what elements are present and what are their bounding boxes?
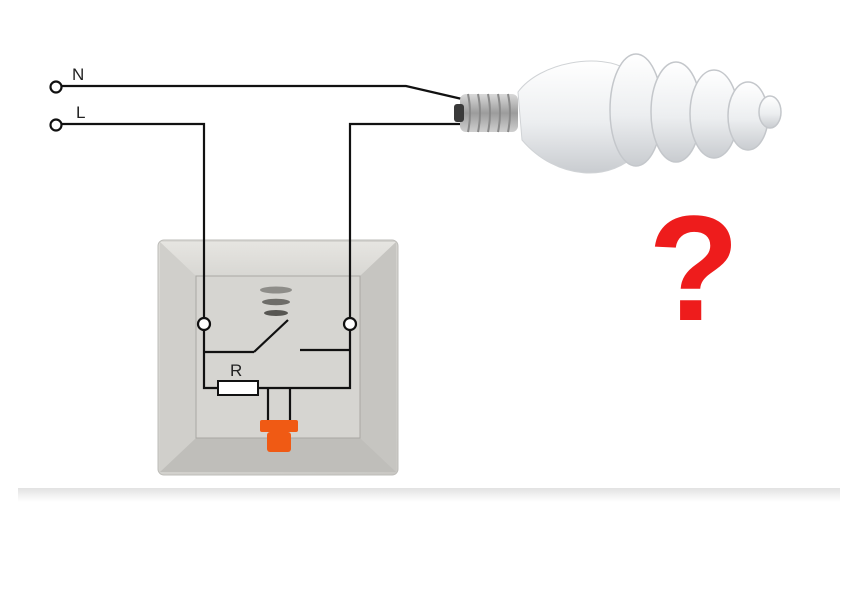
indicator-led-icon — [260, 420, 298, 452]
bulb-screw-threads — [467, 93, 511, 133]
switch-contact-moving — [253, 319, 289, 353]
bulb-contact — [454, 104, 464, 122]
indicator-slot-3 — [264, 310, 288, 316]
switch-bevel-top — [160, 242, 396, 276]
led-body — [267, 432, 291, 452]
indicator-slot-1 — [260, 286, 292, 294]
question-mark: ? — [648, 184, 740, 352]
switch-terminal-left — [196, 316, 212, 332]
cfl-bulb-icon — [454, 53, 782, 174]
indicator-slot-2 — [262, 298, 290, 306]
line-label: L — [76, 103, 85, 122]
switch-bevel-left — [160, 242, 196, 472]
wires — [62, 84, 463, 424]
internal-right-wire — [258, 330, 352, 390]
line-terminal — [49, 118, 63, 132]
internal-left-wire — [202, 330, 218, 390]
switch-bevel-bottom — [160, 438, 396, 472]
switch-terminal-right — [342, 316, 358, 332]
switched-wire — [348, 122, 462, 318]
bulb-coil-tip — [758, 95, 782, 129]
line-wire — [62, 122, 206, 318]
switch-bevel-right — [360, 242, 396, 472]
neutral-terminal — [49, 80, 63, 94]
resistor-label: R — [230, 361, 242, 380]
led-cap — [260, 420, 298, 432]
neutral-label: N — [72, 65, 84, 84]
neutral-wire — [62, 84, 463, 101]
wall-switch-icon — [157, 239, 399, 476]
floor-shadow — [18, 488, 840, 502]
resistor-icon — [217, 380, 259, 396]
